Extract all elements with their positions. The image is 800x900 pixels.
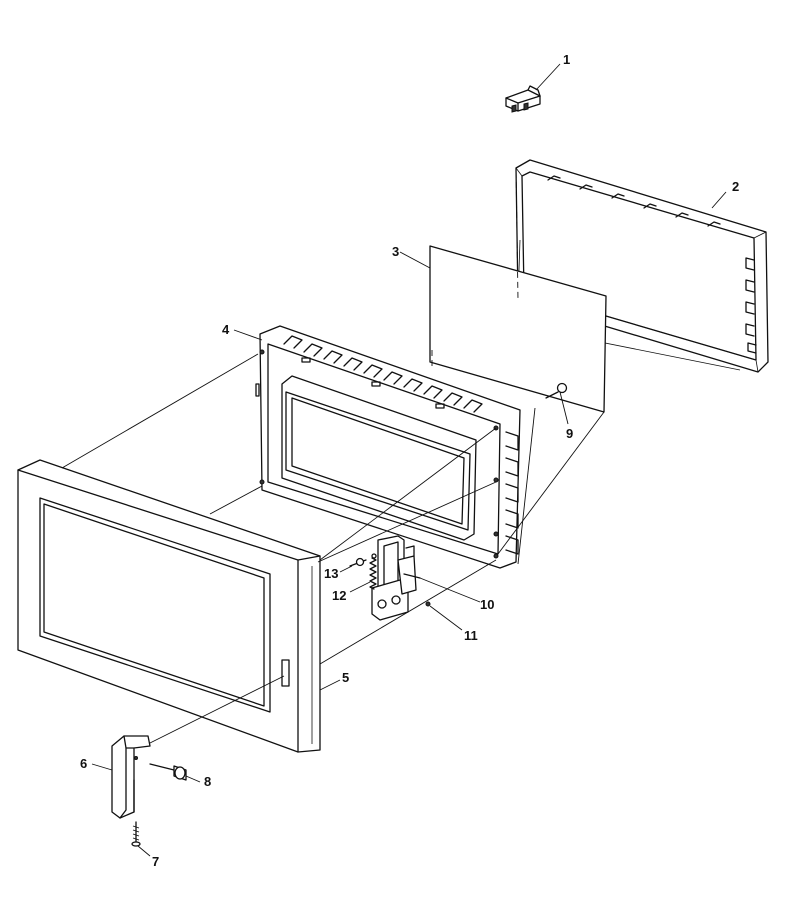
part-5-door-front	[17, 459, 321, 753]
part-13-screw	[349, 557, 367, 567]
callout-labels: 1 2 3 4 5 6 7 8 9 10 11 12 13	[80, 52, 739, 869]
part-9-screw	[545, 382, 568, 399]
callout-5: 5	[342, 670, 349, 685]
callout-1: 1	[563, 52, 570, 67]
callout-10: 10	[480, 597, 494, 612]
callout-2: 2	[732, 179, 739, 194]
callout-8: 8	[204, 774, 211, 789]
part-10-latch-assembly	[371, 535, 421, 621]
callout-3: 3	[392, 244, 399, 259]
part-11-screw	[425, 601, 431, 607]
callout-9: 9	[566, 426, 573, 441]
part-12-spring	[369, 553, 377, 590]
part-8-screw	[149, 763, 187, 781]
callout-13: 13	[324, 566, 338, 581]
part-4-door-panel	[255, 325, 521, 569]
callout-4: 4	[222, 322, 230, 337]
part-6-handle	[111, 735, 151, 819]
callout-12: 12	[332, 588, 346, 603]
callout-11: 11	[464, 628, 478, 643]
part-7-screw	[131, 821, 141, 847]
alignment-line-frame	[515, 159, 531, 301]
part-1-latch-clip	[505, 85, 541, 113]
leader-lines	[91, 63, 727, 857]
callout-7: 7	[152, 854, 159, 869]
callout-6: 6	[80, 756, 87, 771]
